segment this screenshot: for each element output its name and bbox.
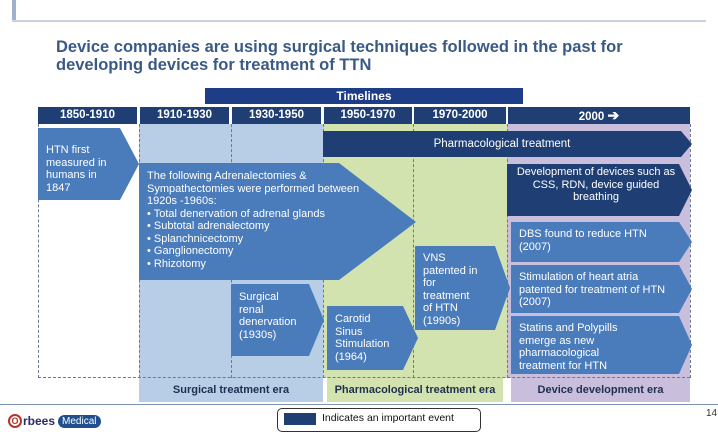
event-adrenalectomies: The following Adrenalectomies & Sympathe… [141, 166, 391, 274]
era-label-device: Device development era [511, 378, 690, 402]
event-vns: VNS patented in for treatment of HTN (19… [423, 252, 478, 327]
timelines-band: Timelines [205, 88, 523, 104]
period-header-1970-2000: 1970-2000 [414, 107, 506, 124]
event-pharmacological: Pharmacological treatment [433, 138, 571, 150]
period-header-1850-1910: 1850-1910 [38, 107, 137, 124]
legend-swatch [284, 413, 316, 425]
event-dbs: DBS found to reduce HTN (2007) [519, 228, 647, 253]
event-arrow-vns [415, 246, 510, 330]
era-label-surgical: Surgical treatment era [139, 378, 323, 402]
event-arrow-atria [511, 265, 692, 313]
header-rule [12, 20, 706, 22]
logo-o-icon: O [8, 414, 22, 428]
adrenal-item: • Rhizotomy [147, 257, 206, 270]
adrenal-item: • Splanchnicectomy [147, 232, 244, 245]
company-logo: O rbees Medical [8, 412, 101, 430]
logo-brand: rbees [23, 414, 56, 428]
legend-box [277, 408, 481, 432]
event-statins: Statins and Polypills emerge as new phar… [519, 322, 618, 372]
event-renal-denervation: Surgical renal denervation (1930s) [239, 291, 297, 341]
period-header-1910-1930: 1910-1930 [140, 107, 229, 124]
period-header-1930-1950: 1930-1950 [232, 107, 321, 124]
divider [507, 124, 508, 378]
event-atria: Stimulation of heart atria patented for … [519, 271, 666, 308]
event-devices: Development of devices such as CSS, RDN,… [516, 166, 676, 203]
divider [690, 124, 691, 378]
event-arrow-htn-first [38, 128, 139, 200]
adrenal-intro: The following Adrenalectomies & Sympathe… [147, 170, 360, 207]
adrenal-item: • Ganglionectomy [147, 245, 234, 257]
header-accent [12, 0, 16, 20]
legend-text: Indicates an important event [322, 412, 454, 424]
arrow-right-icon: ➔ [607, 107, 620, 123]
event-htn-first: HTN first measured in humans in 1847 [46, 144, 107, 194]
divider [413, 124, 414, 378]
event-arrow-dbs [511, 222, 692, 262]
period-header-1950-1970: 1950-1970 [324, 107, 412, 124]
slide-title: Device companies are using surgical tech… [56, 38, 623, 74]
timeline-bottom-line [38, 377, 690, 378]
event-arrow-devices [507, 164, 692, 216]
logo-sub: Medical [58, 414, 101, 428]
footer-rule [0, 404, 718, 405]
adrenal-item: • Total denervation of adrenal glands [147, 207, 325, 220]
event-arrow-pharmacological [323, 131, 692, 157]
adrenal-item: • Subtotal adrenalectomy [147, 220, 270, 232]
event-arrow-statins [511, 316, 692, 374]
period-header-2000: 2000 ➔ [508, 107, 690, 124]
page-number: 14 [706, 408, 718, 419]
era-label-pharmacological: Pharmacological treatment era [327, 378, 503, 402]
event-arrow-carotid [327, 306, 418, 370]
event-carotid: Carotid Sinus Stimulation (1964) [335, 313, 390, 363]
event-arrow-adrenalectomies [139, 163, 416, 280]
divider [38, 124, 39, 378]
event-arrow-renal-denervation [231, 284, 324, 356]
period-header-label: 2000 [578, 111, 605, 123]
